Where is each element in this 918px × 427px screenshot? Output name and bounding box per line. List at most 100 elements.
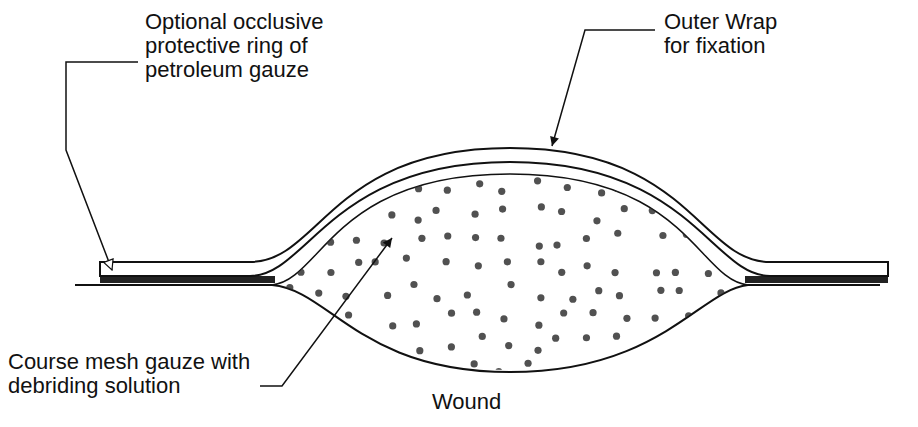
- gauze-dot: [736, 373, 743, 380]
- gauze-dot: [652, 315, 659, 322]
- gauze-dot: [415, 216, 422, 223]
- gauze-dot: [534, 177, 541, 184]
- leader-line: [66, 62, 138, 270]
- gauze-dot: [558, 269, 565, 276]
- gauze-dot: [324, 371, 331, 378]
- gauze-dot: [504, 258, 511, 265]
- gauze-dot: [653, 269, 660, 276]
- gauze-dot: [415, 185, 422, 192]
- gauze-dot: [556, 369, 563, 376]
- gauze-dot: [475, 262, 482, 269]
- gauze-dot: [416, 347, 423, 354]
- gauze-dot: [738, 290, 745, 297]
- gauze-dot: [373, 345, 380, 352]
- gauze-dot: [564, 184, 571, 191]
- gauze-dot: [738, 182, 745, 189]
- gauze-dot: [611, 269, 618, 276]
- gauze-dot: [355, 259, 362, 266]
- gauze-dot: [614, 185, 621, 192]
- gauze-dot: [613, 333, 620, 340]
- gauze-dot: [286, 284, 293, 291]
- gauze-dot: [675, 335, 682, 342]
- gauze-dot: [448, 310, 455, 317]
- gauze-dot: [389, 322, 396, 329]
- gauze-dot: [432, 207, 439, 214]
- gauze-dot: [373, 362, 380, 369]
- gauze-dot: [621, 205, 628, 212]
- gauze-dot: [718, 191, 725, 198]
- gauze-dot: [614, 230, 621, 237]
- gauze-dot: [444, 187, 451, 194]
- wound-bed: [272, 285, 748, 372]
- gauze-dot: [593, 217, 600, 224]
- gauze-dot: [535, 322, 542, 329]
- gauze-dot: [403, 254, 410, 261]
- gauze-dot: [296, 208, 303, 215]
- gauze-dot: [742, 206, 749, 213]
- gauze-dot: [537, 258, 544, 265]
- gauze-dot: [707, 211, 714, 218]
- gauze-dot: [705, 270, 712, 277]
- gauze-dot: [505, 342, 512, 349]
- gauze-dot: [671, 358, 678, 365]
- gauze-dot: [464, 291, 471, 298]
- gauze-dot: [649, 207, 656, 214]
- gauze-dot: [553, 242, 560, 249]
- gauze-dot: [297, 269, 304, 276]
- gauze-dot: [524, 360, 531, 367]
- leader-line: [552, 30, 655, 146]
- gauze-dot: [349, 365, 356, 372]
- gauze-dot: [583, 235, 590, 242]
- gauze-dot: [507, 281, 514, 288]
- gauze-dot: [471, 360, 478, 367]
- gauze-dot: [353, 339, 360, 346]
- gauze-outline: [272, 174, 748, 285]
- gauze-dot: [476, 180, 483, 187]
- gauze-dot: [683, 231, 690, 238]
- gauze-dot: [536, 242, 543, 249]
- gauze-dot: [538, 203, 545, 210]
- gauze-dot: [717, 289, 724, 296]
- gauze-dot: [683, 186, 690, 193]
- gauze-dot: [314, 207, 321, 214]
- gauze-dot: [353, 237, 360, 244]
- gauze-dot: [498, 188, 505, 195]
- gauze-dot: [499, 205, 506, 212]
- gauze-dot: [495, 368, 502, 375]
- gauze-dot: [657, 287, 664, 294]
- gauze-dot: [324, 313, 331, 320]
- petroleum-gauze-ring: [745, 276, 888, 283]
- leader-line: [260, 238, 392, 386]
- gauze-dot: [709, 360, 716, 367]
- gauze-dot: [584, 262, 591, 269]
- gauze-dot: [413, 320, 420, 327]
- gauze-dot: [569, 296, 576, 303]
- gauze-dot: [345, 311, 352, 318]
- callout-label: Outer Wrap for fixation: [664, 10, 804, 58]
- gauze-dot: [497, 235, 504, 242]
- region-label: Wound: [432, 390, 532, 414]
- gauze-dot: [281, 191, 288, 198]
- gauze-dot: [384, 292, 391, 299]
- gauze-dot: [629, 360, 636, 367]
- gauze-dot: [659, 232, 666, 239]
- gauze-dot: [623, 315, 630, 322]
- gauze-dot: [558, 208, 565, 215]
- gauze-dot: [537, 294, 544, 301]
- gauze-dot: [734, 243, 741, 250]
- gauze-dot: [652, 348, 659, 355]
- outer-wrap: [100, 148, 888, 276]
- gauze-dot: [500, 315, 507, 322]
- gauze-dot: [736, 340, 743, 347]
- gauze-dot: [295, 312, 302, 319]
- gauze-dot: [388, 211, 395, 218]
- gauze-dot: [448, 343, 455, 350]
- gauze-dot: [327, 239, 334, 246]
- gauze-dot: [715, 307, 722, 314]
- gauze-dot: [410, 281, 417, 288]
- gauze-dot: [589, 309, 596, 316]
- gauze-dot: [416, 374, 423, 381]
- callout-label: Course mesh gauze with debriding solutio…: [8, 350, 256, 398]
- gauze-dot: [552, 335, 559, 342]
